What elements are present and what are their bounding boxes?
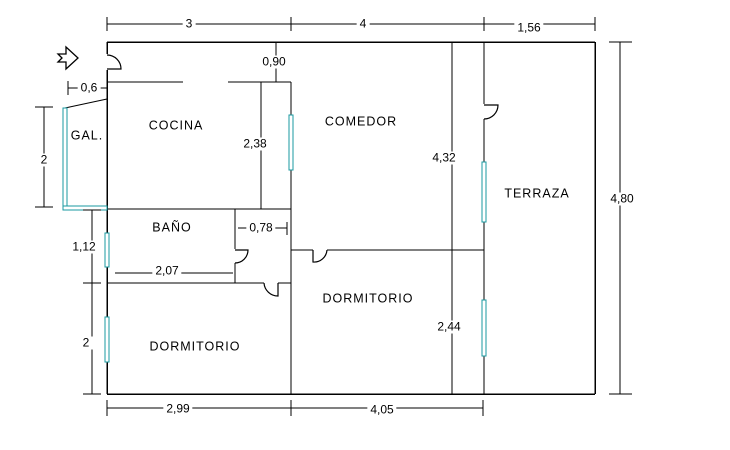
galeria-edge: [64, 98, 108, 109]
dormitorio-right-door: [312, 249, 328, 263]
dim-dorm-left-height: 2: [79, 336, 93, 350]
galeria-side-window: [62, 107, 68, 211]
dim-galeria-height: 2: [37, 153, 51, 167]
dormitorio-left-door: [263, 282, 279, 297]
dim-bano-width: 2,07: [152, 264, 182, 278]
interior-walls: [107, 42, 485, 394]
galeria-bottom-window: [62, 205, 108, 211]
dormitorio-left-window: [104, 316, 110, 363]
dim-top-mid: 4: [356, 17, 370, 31]
doors: [106, 54, 499, 297]
dim-dorm-right-height: 2,44: [434, 320, 464, 334]
dimension-lines: [35, 17, 632, 416]
room-label-comedor: COMEDOR: [324, 114, 398, 129]
bano-window: [104, 232, 110, 268]
comedor-terraza-window: [481, 161, 487, 223]
terraza-door: [483, 104, 499, 120]
dim-left-mid-height: 1,12: [69, 240, 99, 254]
entrance-door: [106, 54, 122, 70]
room-label-dormitorio-right: DORMITORIO: [322, 291, 414, 306]
dim-top-right: 1,56: [514, 21, 544, 35]
dim-comedor-height: 4,32: [429, 151, 459, 165]
room-label-bano: BAÑO: [152, 220, 192, 235]
room-label-cocina: COCINA: [148, 118, 204, 133]
cocina-comedor-window: [288, 114, 294, 171]
dormitorio-terraza-window: [481, 299, 487, 357]
bano-door: [234, 249, 249, 264]
room-label-terraza: TERRAZA: [504, 186, 570, 201]
dim-cocina-height: 2,38: [240, 137, 270, 151]
room-label-galeria: GAL.: [70, 128, 104, 143]
dim-bottom-right: 4,05: [367, 403, 397, 417]
windows: [62, 107, 487, 363]
room-label-dormitorio-left: DORMITORIO: [149, 339, 241, 354]
outer-walls: [106, 41, 596, 395]
dim-bottom-left: 2,99: [163, 402, 193, 416]
dim-right-total: 4,80: [607, 192, 637, 206]
entrance-arrow-icon: [56, 45, 79, 71]
dim-hall-width: 0,78: [246, 221, 276, 235]
dim-top-left: 3: [182, 17, 196, 31]
dim-galeria-width: 0,6: [77, 81, 101, 95]
dim-corridor-width: 0,90: [259, 55, 289, 69]
